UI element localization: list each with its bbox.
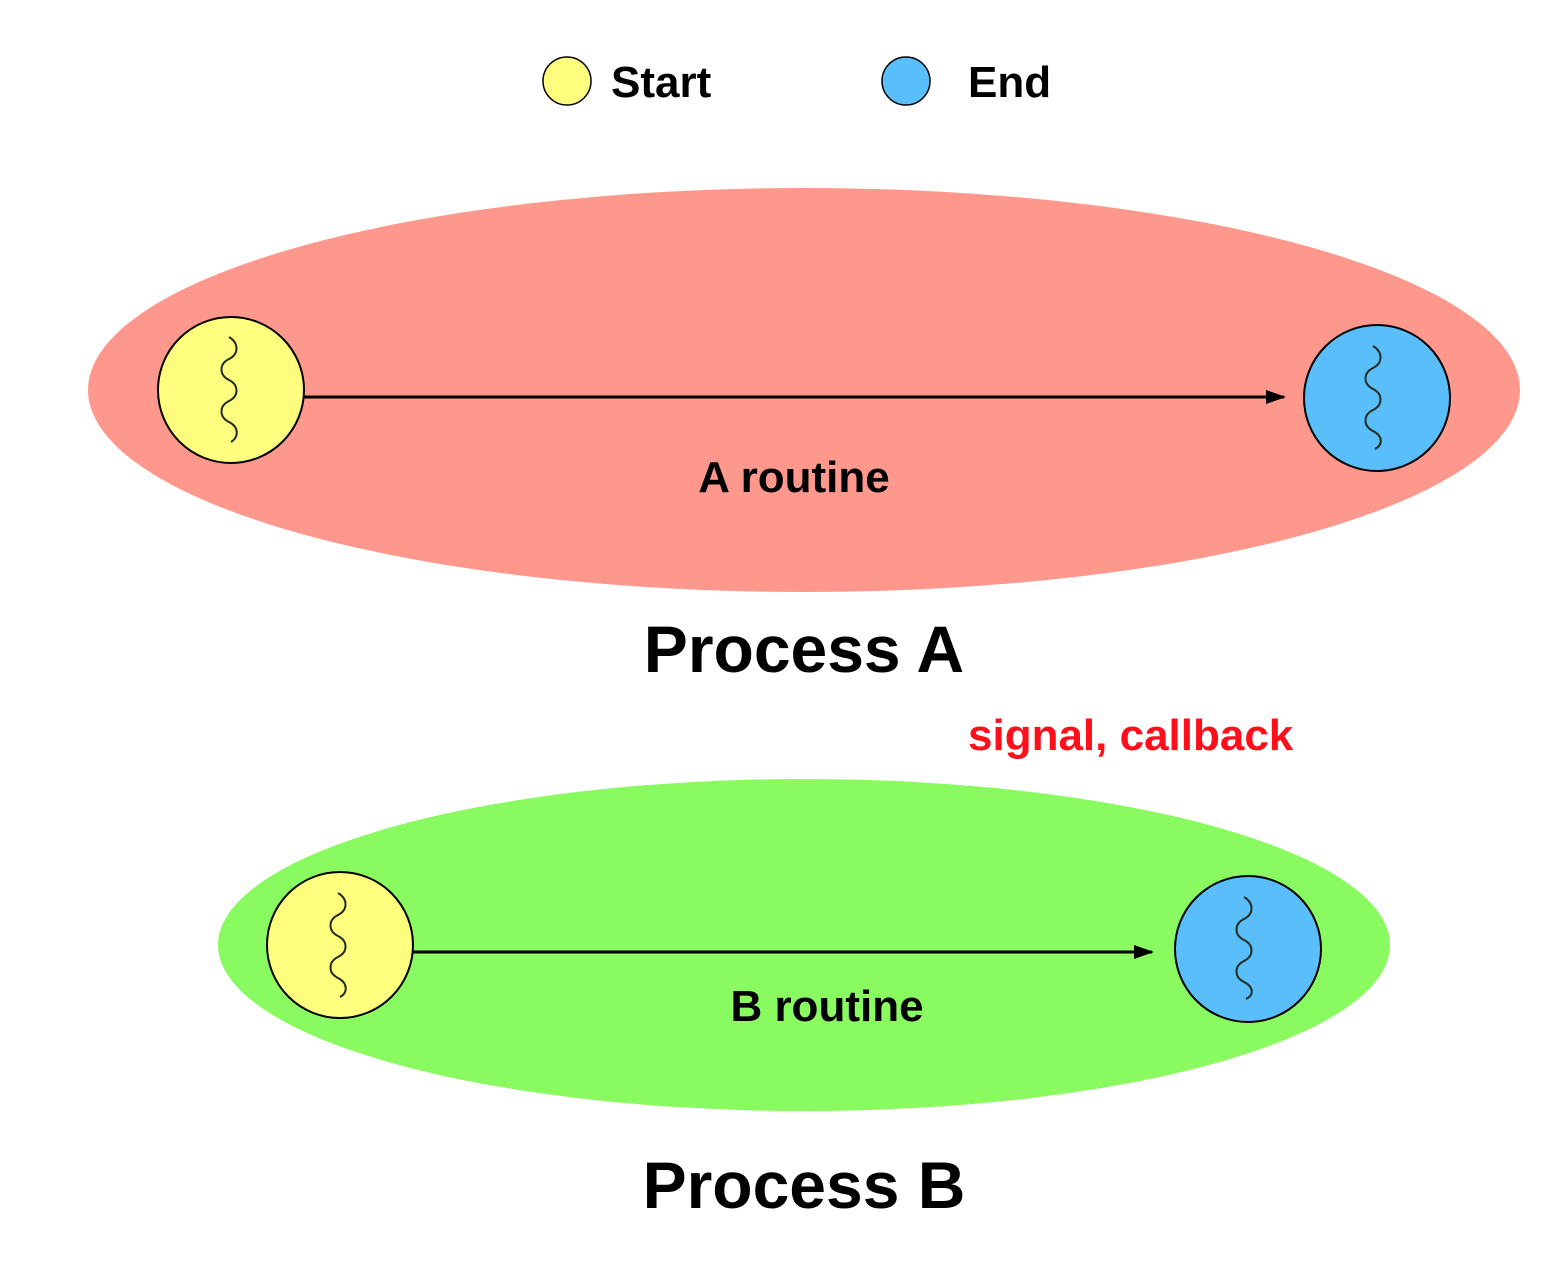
process-b-routine-label: B routine xyxy=(730,982,923,1031)
thread-squiggle-icon xyxy=(1235,896,1253,1000)
process-b-title: Process B xyxy=(643,1148,966,1222)
legend-start-label: Start xyxy=(611,58,712,107)
process-a-ellipse xyxy=(88,188,1520,592)
process-a: A routine xyxy=(88,188,1520,592)
signal-callback-label: signal, callback xyxy=(968,711,1294,760)
process-b-start-circle xyxy=(266,871,414,1019)
thread-squiggle-icon xyxy=(329,892,347,998)
process-a-start-node xyxy=(157,316,305,464)
process-a-end-circle xyxy=(1303,324,1451,472)
legend-start-swatch xyxy=(542,56,592,106)
legend-start: Start xyxy=(542,56,712,107)
process-a-end-node xyxy=(1303,324,1451,472)
legend: Start End xyxy=(542,56,1051,107)
process-b-end-node xyxy=(1174,875,1322,1023)
process-b-ellipse xyxy=(218,779,1390,1111)
process-a-title: Process A xyxy=(644,612,964,686)
process-b-end-circle xyxy=(1174,875,1322,1023)
legend-end-label: End xyxy=(968,58,1051,107)
process-b: B routine xyxy=(218,779,1390,1111)
process-b-start-node xyxy=(266,871,414,1019)
legend-end: End xyxy=(881,56,1051,107)
thread-squiggle-icon xyxy=(1364,345,1382,450)
thread-squiggle-icon xyxy=(220,336,238,443)
legend-end-swatch xyxy=(881,56,931,106)
process-a-start-circle xyxy=(157,316,305,464)
process-a-routine-label: A routine xyxy=(698,453,889,502)
